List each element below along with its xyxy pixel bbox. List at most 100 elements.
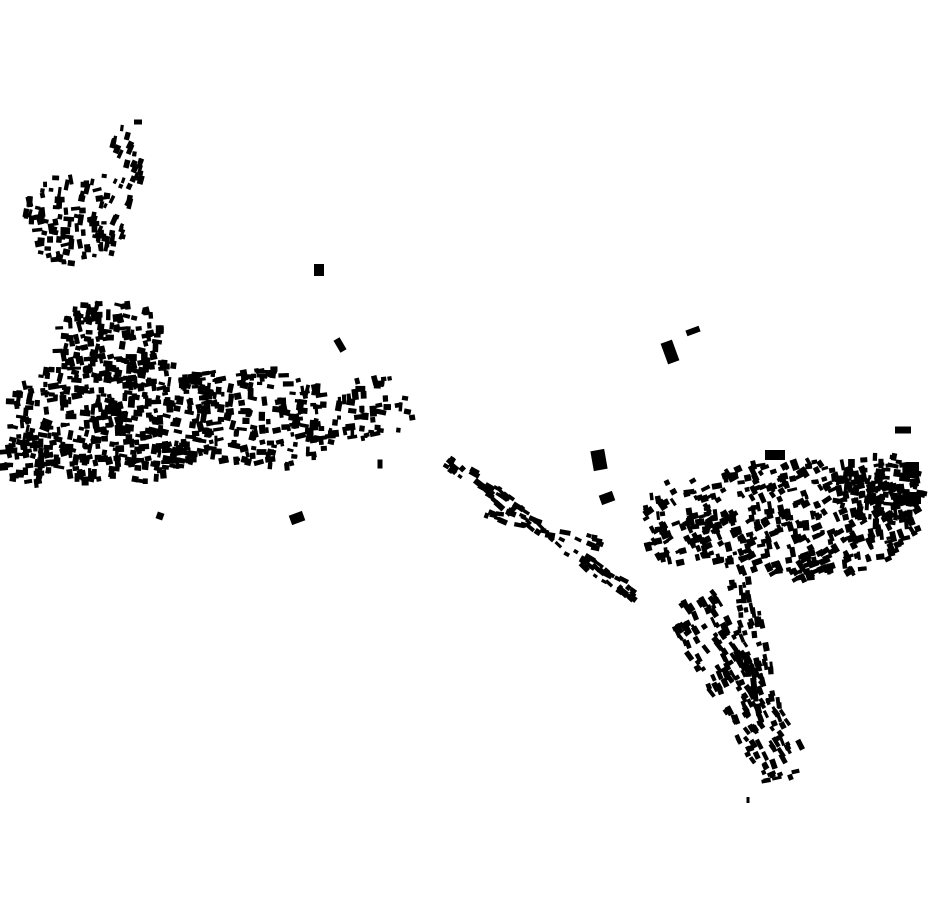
building	[242, 417, 250, 425]
building	[795, 559, 806, 571]
building	[45, 467, 52, 474]
building	[715, 664, 723, 674]
building	[733, 464, 743, 474]
building	[23, 478, 33, 485]
building	[354, 377, 361, 385]
building	[692, 635, 701, 645]
building	[97, 330, 108, 336]
building	[792, 528, 799, 540]
building	[180, 377, 187, 382]
building	[250, 445, 257, 451]
building	[98, 200, 105, 209]
building	[815, 513, 823, 519]
building	[19, 442, 28, 450]
building	[743, 683, 755, 696]
building	[142, 340, 149, 347]
building	[191, 384, 199, 389]
building	[90, 415, 95, 423]
building	[13, 400, 20, 410]
building	[95, 443, 101, 449]
building	[759, 464, 770, 471]
building	[898, 518, 907, 524]
building	[878, 477, 883, 486]
building	[743, 661, 749, 668]
building	[787, 773, 794, 781]
building	[142, 395, 149, 399]
building	[716, 539, 725, 548]
building	[126, 417, 133, 423]
building	[48, 187, 54, 192]
building	[889, 482, 897, 488]
building	[25, 424, 30, 433]
building	[123, 359, 130, 365]
building	[65, 315, 72, 321]
building	[227, 395, 235, 408]
building	[95, 476, 102, 482]
building	[776, 495, 784, 503]
building	[656, 498, 669, 512]
building	[95, 317, 102, 325]
building	[62, 443, 74, 449]
building	[108, 194, 116, 204]
building	[57, 213, 63, 220]
building	[857, 491, 863, 499]
building	[134, 376, 138, 388]
building	[114, 455, 120, 461]
building	[228, 393, 234, 399]
building	[346, 393, 352, 404]
building	[895, 426, 911, 434]
building	[778, 721, 787, 730]
building	[101, 435, 108, 442]
building	[84, 243, 91, 252]
building	[63, 399, 69, 408]
building	[224, 412, 232, 422]
building	[261, 396, 268, 406]
building	[361, 412, 369, 421]
building	[104, 240, 110, 248]
building	[767, 666, 774, 675]
building	[777, 504, 785, 513]
building	[97, 372, 103, 382]
building	[746, 698, 754, 708]
building	[186, 398, 194, 407]
building	[84, 384, 90, 390]
building	[796, 570, 803, 574]
building	[196, 447, 209, 454]
building	[785, 508, 792, 518]
building	[98, 229, 104, 236]
building	[149, 350, 156, 357]
building	[700, 622, 708, 631]
building	[162, 413, 171, 419]
building	[51, 226, 58, 236]
building	[134, 119, 142, 125]
building	[694, 659, 701, 666]
building	[38, 463, 44, 471]
building	[70, 369, 80, 376]
building	[751, 630, 758, 639]
building	[238, 410, 248, 415]
building	[268, 369, 274, 375]
building	[711, 556, 724, 565]
building	[683, 488, 695, 495]
building	[377, 459, 383, 469]
building	[886, 541, 894, 549]
building	[867, 532, 874, 540]
building	[684, 639, 692, 650]
building	[448, 466, 458, 476]
building	[210, 402, 220, 407]
building	[197, 448, 204, 457]
building	[233, 456, 240, 466]
building	[722, 470, 731, 480]
building	[770, 560, 781, 569]
building	[47, 382, 60, 391]
building	[380, 376, 387, 382]
building	[199, 412, 207, 424]
building	[711, 482, 723, 490]
building	[723, 614, 733, 627]
building	[85, 329, 93, 335]
building	[123, 423, 133, 435]
building	[210, 372, 216, 378]
building	[128, 334, 137, 342]
building	[375, 408, 387, 416]
building	[91, 468, 97, 479]
